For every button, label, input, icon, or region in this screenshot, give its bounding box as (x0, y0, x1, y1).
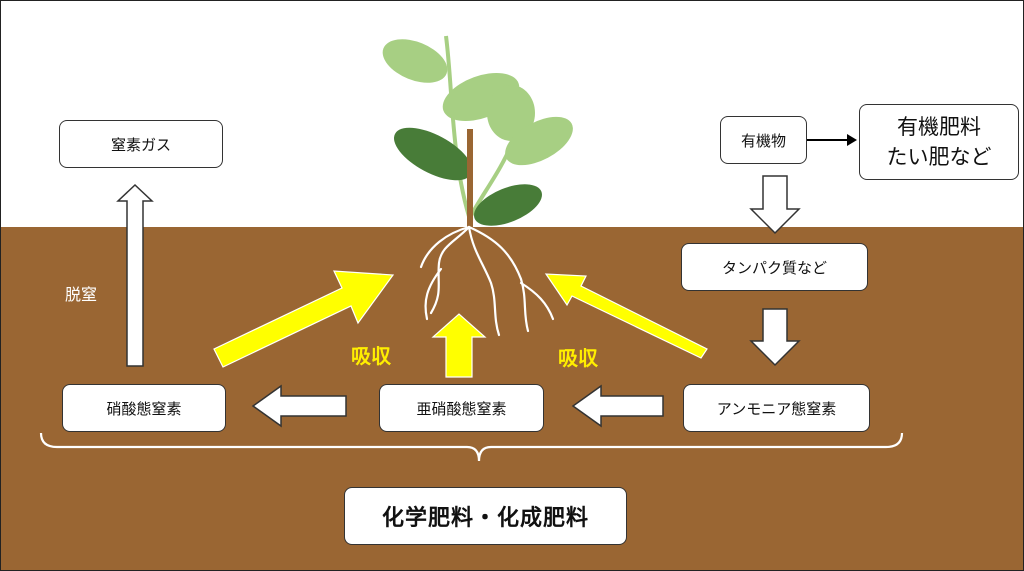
arrow-down-protein-to-ammonium (749, 308, 801, 367)
nitrogen-gas-box: 窒素ガス (59, 120, 223, 168)
leaf-icon (487, 85, 535, 141)
chemical-fertilizer-brace (39, 432, 904, 462)
plant-illustration (382, 35, 573, 227)
nitrogen-gas-label: 窒素ガス (110, 135, 171, 154)
absorption-label-right: 吸収 (558, 346, 598, 370)
ammonium-nitrogen-box: アンモニア態窒素 (683, 384, 870, 432)
denitrification-label: 脱窒 (65, 285, 98, 304)
absorption-label-left: 吸収 (351, 344, 391, 368)
plant-stem (467, 129, 473, 227)
organic-fertilizer-line-1: 有機肥料 (897, 115, 981, 139)
nitrate-nitrogen-box: 硝酸態窒素 (62, 384, 226, 432)
arrow-organic-to-fertilizer (807, 134, 857, 146)
protein-label: タンパク質など (721, 258, 827, 277)
leaf-icon (382, 39, 448, 83)
leaf-icon (505, 116, 573, 166)
arrow-left-ammonium-to-nitrite (571, 384, 664, 428)
arrow-up-denitrification (116, 183, 154, 367)
chemical-fertilizer-box: 化学肥料・化成肥料 (344, 487, 627, 545)
leaf-icon (474, 184, 542, 226)
organic-fertilizer-box: 有機肥料 たい肥など (859, 104, 1019, 180)
plant-roots (419, 225, 555, 337)
organic-matter-box: 有機物 (720, 116, 807, 164)
chemical-fertilizer-label: 化学肥料・化成肥料 (381, 506, 589, 531)
nitrite-nitrogen-label: 亜硝酸態窒素 (416, 399, 507, 418)
absorption-arrow-nitrite (431, 313, 487, 378)
protein-box: タンパク質など (681, 243, 868, 291)
absorption-arrow-ammonium (544, 273, 708, 359)
arrow-down-organic-to-protein (749, 175, 801, 235)
organic-fertilizer-line-2: たい肥など (886, 145, 992, 169)
nitrite-nitrogen-box: 亜硝酸態窒素 (379, 384, 544, 432)
leaf-icon (393, 127, 473, 181)
organic-matter-label: 有機物 (740, 131, 786, 150)
nitrate-nitrogen-label: 硝酸態窒素 (106, 399, 182, 418)
absorption-arrow-nitrate (213, 270, 395, 368)
ammonium-nitrogen-label: アンモニア態窒素 (716, 399, 837, 418)
arrow-left-nitrite-to-nitrate (251, 384, 347, 428)
